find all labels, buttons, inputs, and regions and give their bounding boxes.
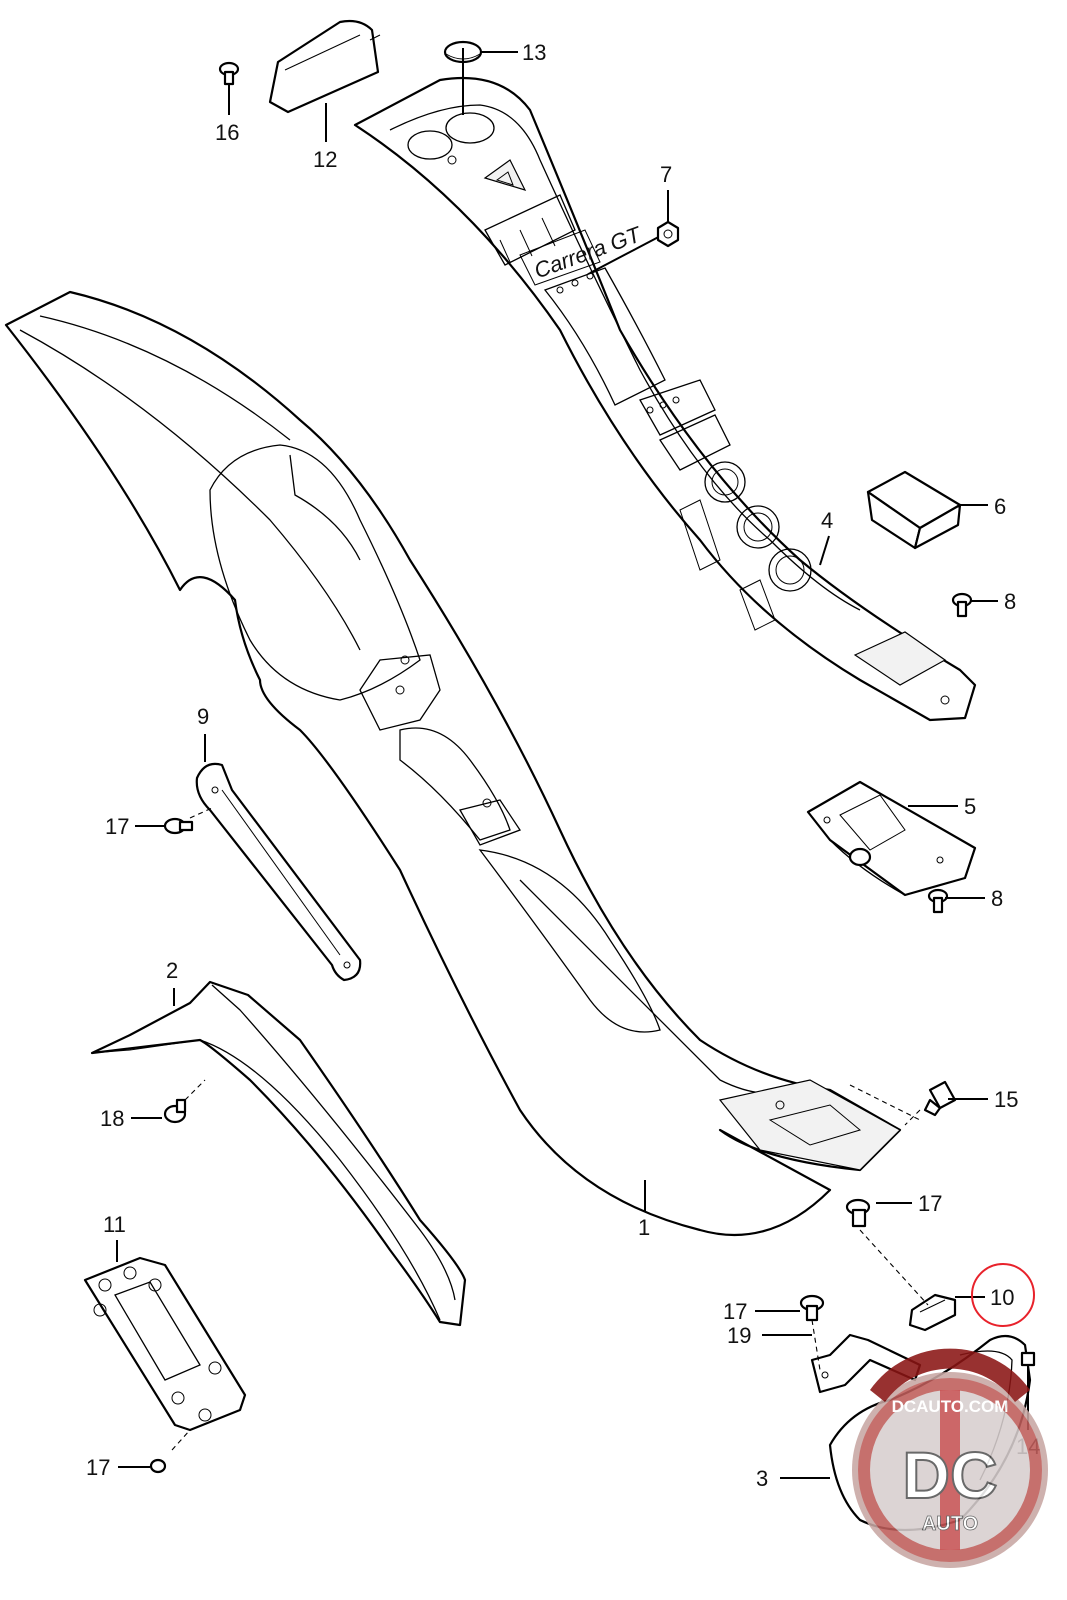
callout-1: 1 <box>638 1215 650 1240</box>
callout-17-a: 17 <box>105 814 129 839</box>
callout-7: 7 <box>660 162 672 187</box>
callout-2: 2 <box>166 958 178 983</box>
watermark-top-text: DCAUTO.COM <box>892 1397 1009 1416</box>
part-17-screw-c <box>799 1294 825 1322</box>
part-17-screw-a <box>163 817 194 835</box>
callout-5: 5 <box>964 794 976 819</box>
callout-6: 6 <box>994 494 1006 519</box>
part-6-insert <box>866 470 962 550</box>
part-18-screw <box>163 1098 187 1124</box>
part-17-screw-b <box>845 1198 871 1228</box>
leader-lines <box>116 48 998 1479</box>
part-17-screw-d <box>149 1458 167 1474</box>
part-12-cover <box>268 19 381 114</box>
callout-3: 3 <box>756 1466 768 1491</box>
watermark-mark: DC <box>902 1438 997 1512</box>
callout-8-lower: 8 <box>991 886 1003 911</box>
part-1-center-console <box>4 290 921 1237</box>
part-16-screw <box>218 61 240 86</box>
assembly-lines <box>171 807 929 1451</box>
callout-18: 18 <box>100 1106 124 1131</box>
callout-19: 19 <box>727 1323 751 1348</box>
callout-11: 11 <box>103 1212 126 1237</box>
part-5-bracket <box>806 780 977 897</box>
callout-15: 15 <box>994 1087 1018 1112</box>
callout-17-b: 17 <box>918 1191 942 1216</box>
part-10-clip <box>908 1293 957 1332</box>
callout-17-c: 17 <box>723 1299 747 1324</box>
callout-16: 16 <box>215 120 239 145</box>
part-8-screw-lower <box>927 888 949 914</box>
callout-8-upper: 8 <box>1004 589 1016 614</box>
callout-4: 4 <box>821 508 833 533</box>
part-7-nut <box>656 220 680 248</box>
callout-labels: 1 2 3 4 5 6 7 8 8 9 10 11 12 13 14 15 16… <box>86 40 1040 1491</box>
callout-10: 10 <box>990 1285 1014 1310</box>
part-8-screw-upper <box>951 592 973 618</box>
part-9-strap <box>195 762 362 982</box>
callout-9: 9 <box>197 704 209 729</box>
callout-13: 13 <box>522 40 546 65</box>
part-11-plate <box>83 1256 247 1432</box>
watermark-bottom-text: AUTO <box>922 1513 978 1535</box>
callout-17-d: 17 <box>86 1455 110 1480</box>
highlight-circle <box>971 1263 1035 1327</box>
callout-12: 12 <box>313 147 337 172</box>
dcauto-watermark-logo: DCAUTO.COM DC AUTO <box>852 1348 1048 1568</box>
part-2-side-panel <box>90 980 467 1327</box>
